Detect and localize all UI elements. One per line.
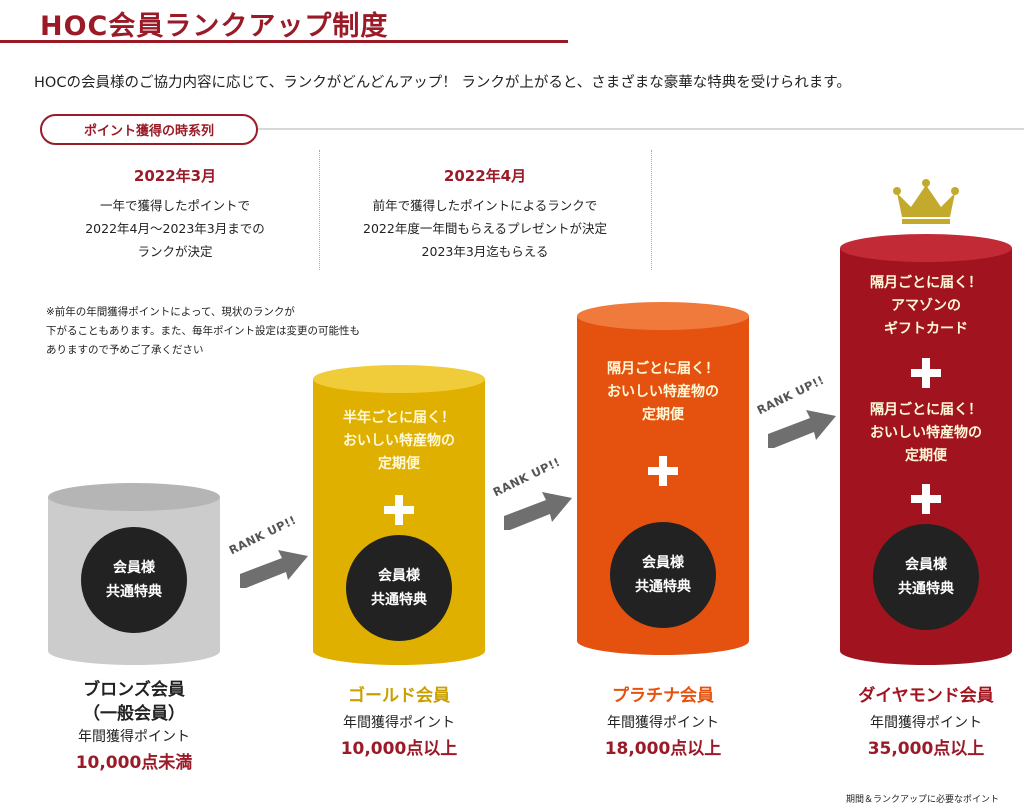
plus-icon [911, 358, 941, 388]
plus-icon [648, 456, 678, 486]
tier-name: ダイヤモンド会員 [858, 686, 994, 706]
timeline-line: 2023年3月迄もらえる [421, 244, 549, 259]
timeline-tag: ポイント獲得の時系列 [40, 114, 258, 145]
timeline-divider [651, 150, 652, 270]
tier-name: ブロンズ会員 [83, 680, 185, 700]
timeline-line: ランクが決定 [137, 244, 213, 259]
common-benefit-circle: 会員様共通特典 [346, 535, 452, 641]
plus-icon [911, 484, 941, 514]
note-line: ありますので予めご了承ください [46, 344, 204, 356]
gold-cylinder: 半年ごとに届く！おいしい特産物の定期便 会員様共通特典 [313, 365, 485, 665]
timeline-divider [319, 150, 320, 270]
platinum-benefit-text: 隔月ごとに届く！おいしい特産物の定期便 [607, 361, 719, 423]
timeline-line: 前年で獲得したポイントによるランクで [372, 198, 598, 213]
timeline-date: 2022年3月 [133, 167, 217, 185]
title-underline [0, 40, 568, 43]
note-line: 下がることもあります。また、毎年ポイント設定は変更の可能性も [46, 325, 360, 337]
crown-icon [893, 179, 959, 224]
plus-icon [384, 495, 414, 525]
rank-up-arrow-2: RANK UP!! [488, 450, 578, 534]
diamond-tier-info: ダイヤモンド会員 年間獲得ポイント 35,000点以上 [826, 684, 1024, 759]
timeline-line: 2022年4月～2023年3月までの [85, 221, 265, 236]
timeline-block-march: 2022年3月 一年で獲得したポイントで 2022年4月～2023年3月までの … [40, 165, 310, 263]
rank-note: ※前年の年間獲得ポイントによって、現状のランクが 下がることもあります。また、毎… [46, 303, 360, 360]
page-title: HOC会員ランクアップ制度 [40, 11, 389, 42]
footnote: 期間＆ランクアップに必要なポイント [846, 795, 1000, 805]
note-line: ※前年の年間獲得ポイントによって、現状のランクが [46, 306, 295, 318]
timeline-line: 一年で獲得したポイントで [99, 198, 250, 213]
platinum-cylinder: 隔月ごとに届く！おいしい特産物の定期便 会員様共通特典 [577, 302, 749, 655]
gold-tier-info: ゴールド会員 年間獲得ポイント 10,000点以上 [299, 684, 499, 759]
arrow-icon [240, 550, 308, 588]
tier-name-sub: （一般会員） [83, 704, 185, 724]
tier-points-label: 年間獲得ポイント [343, 715, 455, 731]
timeline-block-april: 2022年4月 前年で獲得したポイントによるランクで 2022年度一年間もらえる… [330, 165, 640, 263]
intro-text: HOCの会員様のご協力内容に応じて、ランクがどんどんアップ！ ランクが上がると、… [34, 75, 851, 91]
tier-name: プラチナ会員 [612, 686, 714, 706]
tier-points-label: 年間獲得ポイント [607, 715, 719, 731]
tier-points: 35,000点以上 [867, 739, 985, 759]
rank-up-arrow-1: RANK UP!! [224, 508, 314, 592]
tier-points: 18,000点以上 [604, 739, 722, 759]
timeline-rule [258, 128, 1024, 130]
common-benefit-circle: 会員様共通特典 [610, 522, 716, 628]
arrow-icon [768, 410, 836, 448]
diamond-benefit-text-specialty: 隔月ごとに届く！おいしい特産物の定期便 [870, 402, 982, 464]
common-benefit-circle: 会員様共通特典 [81, 527, 187, 633]
rank-up-arrow-3: RANK UP!! [752, 368, 842, 452]
tier-name: ゴールド会員 [348, 686, 450, 706]
gold-benefit-text: 半年ごとに届く！おいしい特産物の定期便 [343, 410, 455, 472]
timeline-line: 2022年度一年間もらえるプレゼントが決定 [363, 221, 607, 236]
common-benefit-circle: 会員様共通特典 [873, 524, 979, 630]
platinum-tier-info: プラチナ会員 年間獲得ポイント 18,000点以上 [563, 684, 763, 759]
arrow-icon [504, 492, 572, 530]
tier-points-label: 年間獲得ポイント [870, 715, 982, 731]
tier-points-label: 年間獲得ポイント [78, 729, 190, 745]
tier-points: 10,000点未満 [75, 753, 193, 773]
tier-points: 10,000点以上 [340, 739, 458, 759]
diamond-benefit-text-amazon: 隔月ごとに届く！アマゾンのギフトカード [870, 275, 982, 337]
diamond-cylinder: 隔月ごとに届く！アマゾンのギフトカード 隔月ごとに届く！おいしい特産物の定期便 … [840, 234, 1012, 665]
bronze-cylinder: 会員様共通特典 [48, 483, 220, 665]
bronze-tier-info: ブロンズ会員 （一般会員） 年間獲得ポイント 10,000点未満 [34, 678, 234, 773]
timeline-date: 2022年4月 [443, 167, 527, 185]
